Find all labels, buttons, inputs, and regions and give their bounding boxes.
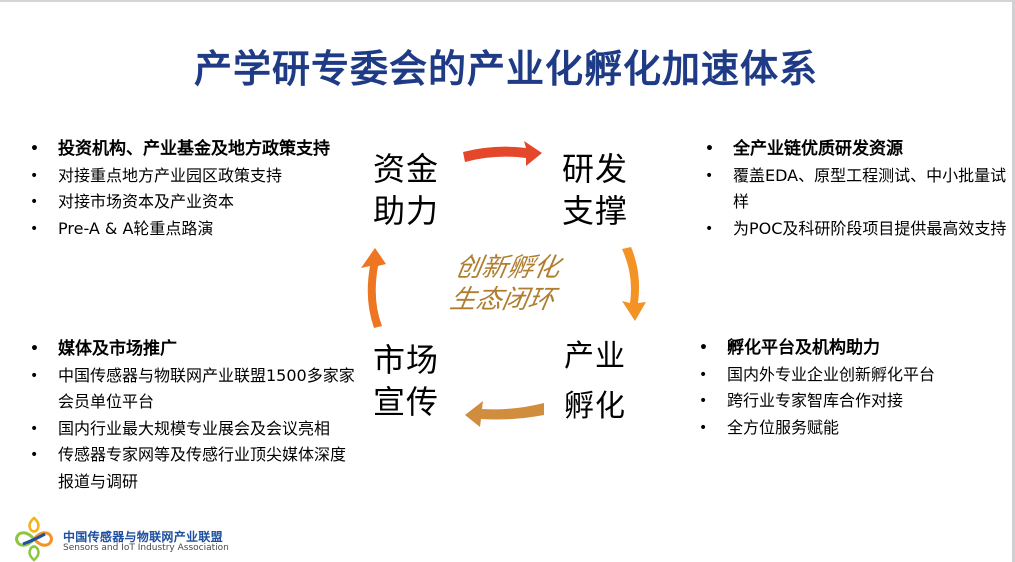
bullet-item: 跨行业专家智库合作对接 (697, 388, 997, 415)
bullet-list: 媒体及市场推广 中国传感器与物联网产业联盟1500多家家会员单位平台 国内行业最… (28, 336, 358, 495)
alliance-logo-icon (15, 516, 53, 562)
arrow-down-icon (622, 247, 646, 321)
bullet-heading: 孵化平台及机构助力 (697, 335, 997, 362)
bullet-list: 全产业链优质研发资源 覆盖EDA、原型工程测试、中小批量试样 为POC及科研阶段… (703, 136, 1013, 242)
node-line: 产业 (564, 339, 626, 374)
bullet-list: 投资机构、产业基金及地方政策支持 对接重点地方产业园区政策支持 对接市场资本及产… (28, 136, 373, 242)
block-incubation: 孵化平台及机构助力 国内外专业企业创新孵化平台 跨行业专家智库合作对接 全方位服… (697, 335, 997, 441)
cycle-center-label: 创新孵化 生态闭环 (434, 252, 575, 316)
cycle-node-funding: 资金 助力 (373, 148, 439, 232)
block-funding: 投资机构、产业基金及地方政策支持 对接重点地方产业园区政策支持 对接市场资本及产… (28, 136, 373, 242)
bullet-item: 国内外专业企业创新孵化平台 (697, 362, 997, 389)
node-line: 支撑 (562, 192, 629, 230)
node-line: 宣传 (373, 383, 440, 421)
block-rnd: 全产业链优质研发资源 覆盖EDA、原型工程测试、中小批量试样 为POC及科研阶段… (703, 136, 1013, 242)
center-line: 创新孵化 (453, 253, 563, 283)
bullet-item: 对接重点地方产业园区政策支持 (28, 163, 373, 190)
block-marketing: 媒体及市场推广 中国传感器与物联网产业联盟1500多家家会员单位平台 国内行业最… (28, 336, 358, 495)
cycle-node-incubation: 产业 孵化 (564, 332, 626, 432)
bullet-item: 覆盖EDA、原型工程测试、中小批量试样 (703, 163, 1013, 216)
node-line: 资金 (373, 150, 440, 188)
bullet-item: 为POC及科研阶段项目提供最高效支持 (703, 216, 1013, 243)
node-line: 孵化 (564, 389, 626, 424)
center-line: 生态闭环 (447, 285, 557, 315)
bullet-list: 孵化平台及机构助力 国内外专业企业创新孵化平台 跨行业专家智库合作对接 全方位服… (697, 335, 997, 441)
bullet-item: Pre-A & A轮重点路演 (28, 216, 373, 243)
arrow-left-icon (465, 401, 544, 427)
cycle-node-marketing: 市场 宣传 (373, 339, 439, 423)
node-line: 市场 (373, 341, 440, 379)
node-line: 助力 (373, 192, 440, 230)
cycle-node-rnd: 研发 支撑 (562, 148, 628, 232)
bullet-item: 传感器专家网等及传感行业顶尖媒体深度报道与调研 (28, 442, 358, 495)
node-line: 研发 (562, 150, 629, 188)
arrow-up-icon (361, 248, 386, 328)
arrow-right-icon (463, 141, 542, 166)
alliance-name-cn: 中国传感器与物联网产业联盟 (63, 530, 223, 544)
bullet-item: 中国传感器与物联网产业联盟1500多家家会员单位平台 (28, 363, 358, 416)
bullet-heading: 媒体及市场推广 (28, 336, 358, 363)
bullet-item: 全方位服务赋能 (697, 415, 997, 442)
bullet-heading: 投资机构、产业基金及地方政策支持 (28, 136, 373, 163)
bullet-item: 国内行业最大规模专业展会及会议亮相 (28, 416, 358, 443)
bullet-heading: 全产业链优质研发资源 (703, 136, 1013, 163)
alliance-name-en: Sensors and IoT Industry Association (63, 543, 229, 553)
bullet-item: 对接市场资本及产业资本 (28, 189, 373, 216)
slide-title: 产学研专委会的产业化孵化加速体系 (193, 47, 818, 91)
